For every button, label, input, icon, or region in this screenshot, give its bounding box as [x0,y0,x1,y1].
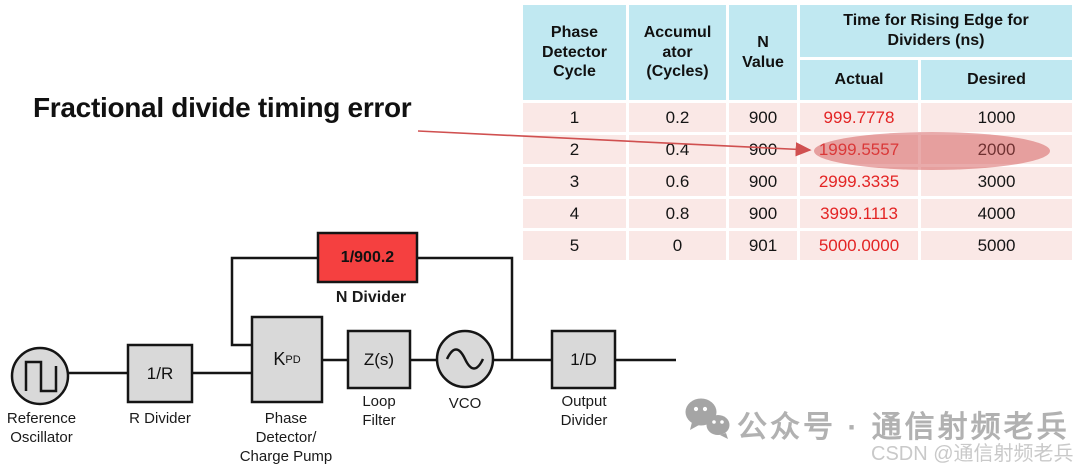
r-divider-value: 1/R [146,363,174,383]
cell-accumulator: 0 [629,231,726,260]
n-divider-value: 1/900.2 [340,248,395,266]
cell-actual: 5000.0000 [800,231,918,260]
wechat-watermark-text: 公众号 · 通信射频老兵 [737,411,1070,444]
diagram-wires [68,256,676,375]
cell-accumulator: 0.6 [629,167,726,196]
csdn-watermark-text: CSDN @通信射频老兵 [871,443,1074,465]
n-divider-label: N Divider [335,289,407,306]
cell-desired: 2000 [921,135,1072,164]
reference-oscillator-label: Reference Oscillator [6,410,77,446]
cell-actual: 999.7778 [800,103,918,132]
cell-accumulator: 0.4 [629,135,726,164]
col-header-desired: Desired [921,60,1072,100]
output-divider-value: 1/D [570,349,597,369]
page-title: Fractional divide timing error [33,92,412,123]
phase-detector-box [250,315,324,404]
cell-n: 900 [729,103,797,132]
col-header-accumulator: Accumul ator (Cycles) [629,5,726,100]
loop-filter-box [346,329,412,390]
r-divider-box [126,343,194,404]
output-divider-box [550,329,617,390]
loop-filter-label: Loop Filter [362,393,396,429]
cell-n: 900 [729,199,797,228]
cell-desired: 3000 [921,167,1072,196]
col-header-actual: Actual [800,60,918,100]
vco-label: VCO [448,395,482,412]
cell-actual: 2999.3335 [800,167,918,196]
cell-cycle: 3 [523,167,626,196]
output-divider-label: Output Divider [560,393,608,429]
kpd-main: K [273,349,286,369]
cell-cycle: 2 [523,135,626,164]
cell-cycle: 4 [523,199,626,228]
n-divider-box [316,231,419,284]
cell-desired: 4000 [921,199,1072,228]
cell-n: 900 [729,167,797,196]
cell-actual: 3999.1113 [800,199,918,228]
loop-filter-value: Z(s) [363,349,395,369]
square-wave-icon [24,360,58,393]
cell-desired: 1000 [921,103,1072,132]
cell-actual: 1999.5557 [800,135,918,164]
cell-accumulator: 0.8 [629,199,726,228]
cell-n: 901 [729,231,797,260]
cell-desired: 5000 [921,231,1072,260]
col-header-rising-edge-group: Time for Rising Edge for Dividers (ns) [800,5,1072,57]
phase-detector-label: Phase Detector/ Charge Pump [239,410,333,465]
sine-wave-icon [445,348,485,370]
cell-accumulator: 0.2 [629,103,726,132]
cell-cycle: 5 [523,231,626,260]
r-divider-label: R Divider [129,410,191,427]
col-header-phase-detector-cycle: Phase Detector Cycle [523,5,626,100]
wechat-icon [685,398,730,439]
pll-block-diagram [10,231,676,406]
cell-n: 900 [729,135,797,164]
kpd-subscript: PD [285,353,301,366]
col-header-n-value: N Value [729,5,797,100]
cell-cycle: 1 [523,103,626,132]
timing-table: Phase Detector Cycle Accumul ator (Cycle… [523,5,1072,260]
